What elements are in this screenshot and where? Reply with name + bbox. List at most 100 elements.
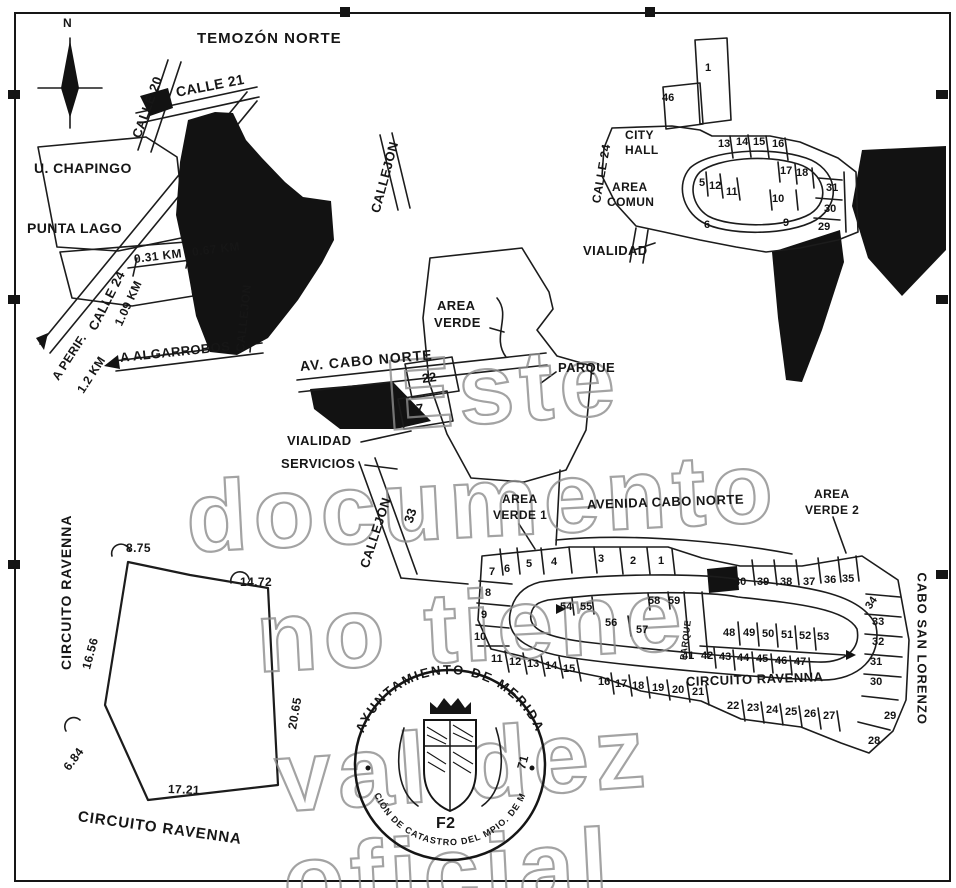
lot-number: 54 — [560, 601, 573, 613]
area-label-parque: PARQUE — [558, 360, 616, 375]
area-label-area-verde1-a: AREA — [502, 492, 538, 506]
lot-number: 16 — [772, 138, 785, 150]
lot-number: 41 — [682, 650, 695, 662]
lot-number: 23 — [747, 702, 760, 714]
measure-label-1721: 17.21 — [167, 782, 201, 798]
area-label-area-comun-2: COMUN — [607, 195, 655, 209]
lot-number: 17 — [780, 165, 793, 177]
lot-number: 5 — [526, 558, 533, 570]
street-label-cabo-san-lorenzo: CABO SAN LORENZO — [914, 572, 930, 726]
lot-number: 14 — [545, 660, 558, 672]
lot-number: 47 — [794, 656, 807, 668]
area-label-area-verde1-b: VERDE 1 — [493, 508, 548, 522]
lot-number: 13 — [527, 658, 540, 670]
lot-number: 4 — [551, 556, 558, 568]
street-label-circuito-ravenna-vertical: CIRCUITO RAVENNA — [58, 514, 74, 671]
lot-number: 18 — [632, 680, 645, 692]
measure-label-875: 8.75 — [126, 541, 151, 555]
lot-number: 22 — [727, 700, 740, 712]
watermark-text: Este documento no tiene validez oficial — [182, 323, 782, 888]
lot-number: 49 — [743, 627, 756, 639]
lot-number: 26 — [804, 708, 817, 720]
lot-number: 27 — [823, 710, 836, 722]
lot-number: 53 — [817, 631, 830, 643]
lot-number: 6 — [504, 563, 511, 575]
sheet-code-label: F2 — [436, 815, 456, 832]
lot-number: 3 — [598, 553, 605, 565]
lot-number: 11 — [491, 653, 503, 665]
watermark-line: Este — [382, 324, 624, 452]
lot-number: 43 — [719, 651, 732, 663]
lot-number: 20 — [672, 684, 685, 696]
lot-number: 12 — [709, 180, 722, 192]
compass-needle-icon — [37, 37, 103, 129]
lot-number: 16 — [598, 676, 611, 688]
area-label-city-hall-2: HALL — [625, 143, 659, 157]
area-label-area-comun-1: AREA — [612, 180, 648, 194]
lot-number: 50 — [762, 628, 775, 640]
area-label-vialidad-east: VIALIDAD — [583, 243, 648, 258]
lot-number: 36 — [824, 574, 837, 586]
measure-label-1472: 14.72 — [240, 575, 273, 589]
lot-number: 39 — [757, 576, 770, 588]
lot-number: 17 — [615, 678, 628, 690]
lot-number: 38 — [780, 576, 793, 588]
lot-number: 29 — [884, 710, 897, 722]
area-label-punta-lago: PUNTA LAGO — [27, 220, 122, 236]
central-area — [296, 247, 593, 585]
lot-number: 1 — [658, 555, 665, 567]
map-border-frame — [14, 12, 951, 882]
lot-number: 31 — [870, 656, 883, 668]
bottom-right-subdivision — [475, 516, 910, 754]
lot-number: 32 — [872, 636, 885, 648]
lot-number: 18 — [796, 167, 809, 179]
lot-number: 30 — [870, 676, 883, 688]
lot-number: 21 — [692, 686, 705, 698]
lot-number: 10 — [772, 193, 785, 205]
lot-number: 5 — [699, 177, 706, 189]
lot-number: 9 — [481, 609, 488, 621]
lot-number: 46 — [775, 655, 788, 667]
lot-number: 55 — [580, 601, 593, 613]
lot-number: 33 — [872, 616, 885, 628]
lot-number: 44 — [737, 652, 750, 664]
lot-number: 13 — [718, 138, 731, 150]
lot-number: 46 — [662, 92, 675, 104]
lot-number: 12 — [509, 656, 522, 668]
lot-number: 45 — [756, 653, 769, 665]
frame-ticks — [8, 7, 948, 579]
lot-number: 1 — [705, 62, 712, 74]
lot-number: 59 — [668, 595, 681, 607]
lot-number: 35 — [842, 573, 855, 585]
lot-number: 51 — [781, 629, 794, 641]
lot-number: 15 — [753, 136, 766, 148]
lot-number: 27 — [408, 400, 425, 417]
lot-number: 40 — [734, 576, 747, 588]
area-label-vialidad-mid: VIALIDAD — [287, 433, 352, 448]
street-label-temozon-norte: TEMOZÓN NORTE — [197, 30, 342, 47]
lot-number: 9 — [783, 217, 790, 229]
lot-number: 57 — [636, 624, 649, 636]
lot-number: 48 — [723, 627, 736, 639]
lot-number: 24 — [766, 704, 779, 716]
lot-number: 25 — [785, 706, 798, 718]
lot-number: 56 — [605, 617, 618, 629]
area-label-area-verde2-a: AREA — [814, 487, 850, 501]
lot-number: 11 — [726, 186, 738, 198]
lot-number: 37 — [803, 576, 816, 588]
area-label-city-hall-1: CITY — [625, 128, 654, 142]
lot-number: 52 — [799, 630, 812, 642]
area-label-area-verde-2: VERDE — [434, 315, 481, 330]
bottom-left-parcel — [64, 543, 280, 802]
lot-number: 8 — [485, 587, 492, 599]
lot-number: 7 — [489, 566, 496, 578]
lot-number: 31 — [826, 182, 839, 194]
compass-north-label: N — [63, 16, 73, 30]
area-label-servicios: SERVICIOS — [281, 456, 356, 471]
lot-number: 6 — [704, 219, 711, 231]
lot-number: 10 — [474, 631, 487, 643]
lot-number: 14 — [736, 136, 749, 148]
area-label-u-chapingo: U. CHAPINGO — [34, 160, 132, 176]
